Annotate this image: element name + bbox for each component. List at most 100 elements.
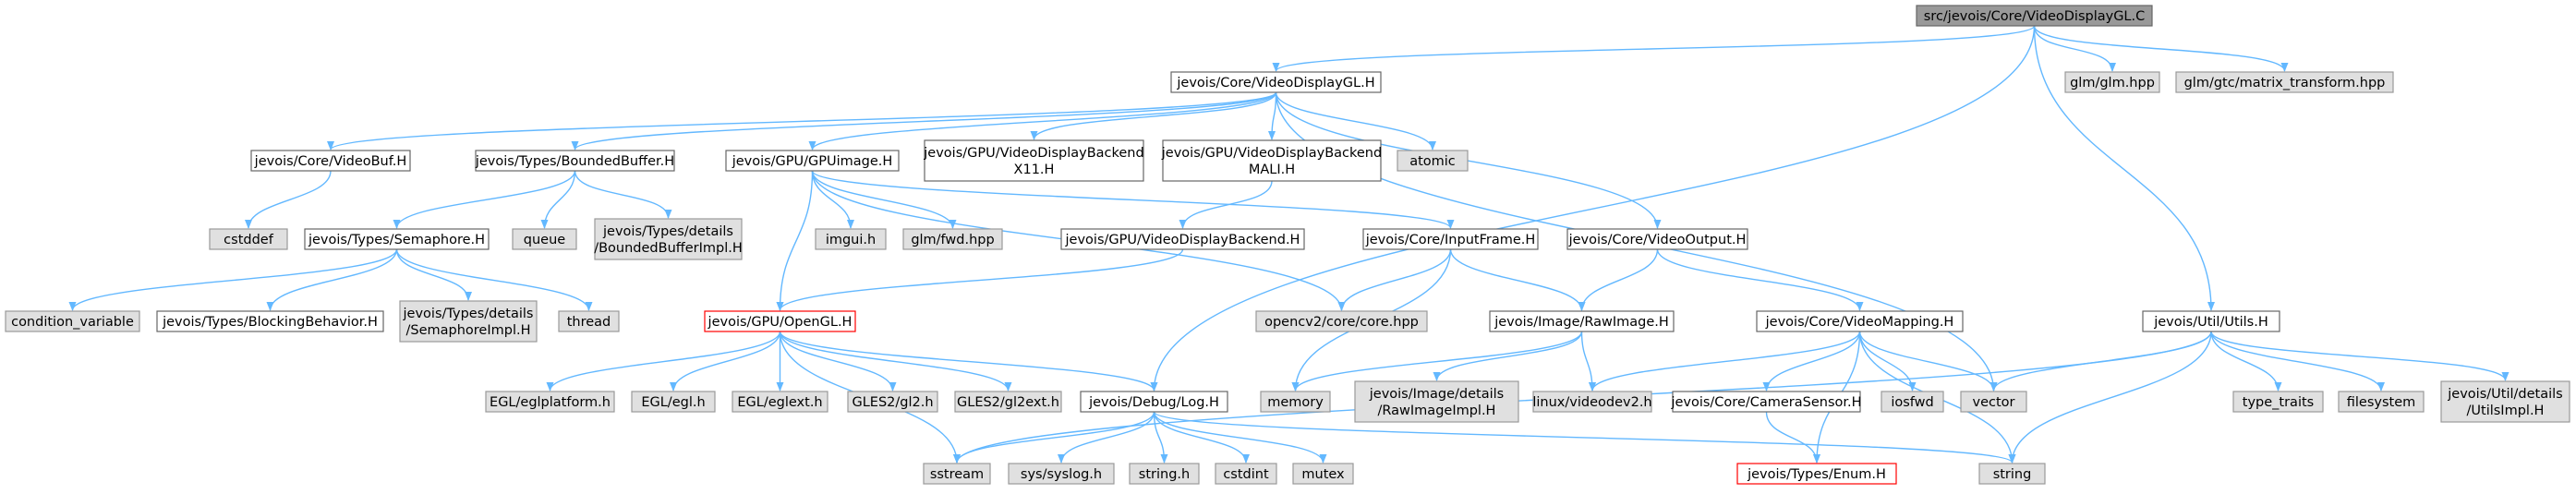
node-box	[209, 228, 288, 250]
node-label: vector	[1973, 395, 2015, 410]
node-bbuf[interactable]: jevois/Types/BoundedBuffer.H	[475, 150, 675, 172]
node-box	[1362, 228, 1539, 250]
node-root[interactable]: src/jevois/Core/VideoDisplayGL.C	[1916, 5, 2153, 27]
node-cstddef[interactable]: cstddef	[209, 228, 288, 250]
edge-vdgl_h-to-vdb_mali	[1268, 91, 1277, 140]
node-opencv[interactable]: opencv2/core/core.hpp	[1255, 310, 1428, 332]
node-eglext[interactable]: EGL/eglext.h	[732, 391, 828, 413]
node-enum[interactable]: jevois/Types/Enum.H	[1736, 463, 1897, 485]
node-utils[interactable]: jevois/Util/Utils.H	[2142, 310, 2280, 332]
edge-opengl-to-log	[779, 331, 1158, 392]
node-label: MALI.H	[1249, 163, 1295, 177]
node-box	[1532, 391, 1652, 413]
node-videomapping[interactable]: jevois/Core/VideoMapping.H	[1756, 310, 1964, 332]
node-videooutput[interactable]: jevois/Core/VideoOutput.H	[1566, 228, 1748, 250]
node-videodev2[interactable]: linux/videodev2.h	[1532, 391, 1652, 413]
node-inputframe[interactable]: jevois/Core/InputFrame.H	[1362, 228, 1539, 250]
node-box	[1162, 139, 1382, 182]
node-gpuimage[interactable]: jevois/GPU/GPUimage.H	[725, 150, 900, 172]
node-box	[475, 150, 675, 172]
node-egl[interactable]: EGL/egl.h	[631, 391, 716, 413]
node-box	[1260, 391, 1331, 413]
edge-utils-to-string	[2008, 331, 2212, 464]
node-box	[815, 228, 887, 250]
node-egl-plat[interactable]: EGL/eglplatform.h	[485, 391, 615, 413]
edge-opengl-to-gl2ext	[779, 331, 1012, 392]
node-log[interactable]: jevois/Debug/Log.H	[1080, 391, 1228, 413]
node-label: EGL/eglext.h	[737, 395, 822, 410]
edge-gpuimage-to-glm_fwd	[811, 170, 957, 229]
node-label: jevois/Core/VideoBuf.H	[254, 154, 407, 169]
node-box	[2064, 71, 2160, 93]
node-label: /RawImageImpl.H	[1378, 404, 1496, 418]
node-memory[interactable]: memory	[1260, 391, 1331, 413]
node-vdgl-h[interactable]: jevois/Core/VideoDisplayGL.H	[1170, 71, 1382, 93]
node-label: jevois/Core/VideoOutput.H	[1568, 233, 1747, 247]
edge-vdb_mali-to-vdb	[1179, 180, 1273, 229]
node-rawimage-impl[interactable]: jevois/Image/details/RawImageImpl.H	[1354, 380, 1519, 423]
node-utils-impl[interactable]: jevois/Util/details/UtilsImpl.H	[2440, 380, 2570, 423]
edge-vdgl_h-to-vdb_x11	[1030, 91, 1277, 140]
edge-videooutput-to-rawimage	[1578, 248, 1659, 311]
node-camsensor[interactable]: jevois/Core/CameraSensor.H	[1670, 391, 1862, 413]
node-label: string	[1993, 467, 2032, 482]
edge-utils-to-filesystem	[2210, 331, 2385, 392]
node-string-h[interactable]: string.h	[1129, 463, 1200, 485]
edge-rawimage-to-rawimage_impl	[1433, 331, 1583, 381]
node-label: jevois/Core/CameraSensor.H	[1670, 395, 1861, 410]
node-gl2ext[interactable]: GLES2/gl2ext.h	[954, 391, 1062, 413]
node-iosfwd[interactable]: iosfwd	[1881, 391, 1944, 413]
edge-bbuf-to-queue	[540, 170, 576, 229]
node-box	[558, 310, 620, 332]
edge-rawimage-to-memory	[1291, 331, 1583, 392]
node-imgui[interactable]: imgui.h	[815, 228, 887, 250]
node-box	[1566, 228, 1748, 250]
node-videobuf[interactable]: jevois/Core/VideoBuf.H	[250, 150, 411, 172]
node-box	[631, 391, 716, 413]
node-label: condition_variable	[11, 315, 134, 330]
edge-semaphore-to-thread	[395, 248, 593, 311]
node-label: jevois/Util/Utils.H	[2153, 315, 2268, 330]
node-type-traits[interactable]: type_traits	[2232, 391, 2324, 413]
node-blocking[interactable]: jevois/Types/BlockingBehavior.H	[156, 310, 384, 332]
node-box	[1008, 463, 1115, 485]
node-string[interactable]: string	[1978, 463, 2046, 485]
node-label: imgui.h	[826, 233, 876, 247]
node-semaphore[interactable]: jevois/Types/Semaphore.H	[304, 228, 490, 250]
node-box	[725, 150, 900, 172]
node-vector[interactable]: vector	[1960, 391, 2027, 413]
edge-utils-to-utils_impl	[2210, 331, 2509, 381]
node-glm-mt[interactable]: glm/gtc/matrix_transform.hpp	[2175, 71, 2394, 93]
node-glm-fwd[interactable]: glm/fwd.hpp	[902, 228, 1003, 250]
node-glm[interactable]: glm/glm.hpp	[2064, 71, 2160, 93]
node-vdb[interactable]: jevois/GPU/VideoDisplayBackend.H	[1060, 228, 1305, 250]
node-syslog[interactable]: sys/syslog.h	[1008, 463, 1115, 485]
node-gl2[interactable]: GLES2/gl2.h	[847, 391, 938, 413]
node-bbuf-impl[interactable]: jevois/Types/details/BoundedBufferImpl.H	[594, 218, 743, 260]
node-mutex[interactable]: mutex	[1292, 463, 1354, 485]
node-sem-impl[interactable]: jevois/Types/details/SemaphoreImpl.H	[399, 300, 538, 343]
node-filesystem[interactable]: filesystem	[2338, 391, 2425, 413]
node-condvar[interactable]: condition_variable	[5, 310, 140, 332]
node-rawimage[interactable]: jevois/Image/RawImage.H	[1489, 310, 1675, 332]
node-cstdint[interactable]: cstdint	[1215, 463, 1277, 485]
edge-gpuimage-to-inputframe	[811, 170, 1455, 229]
node-box	[2175, 71, 2394, 93]
node-box	[1756, 310, 1964, 332]
node-sstream[interactable]: sstream	[923, 463, 991, 485]
node-box	[250, 150, 411, 172]
node-box	[923, 463, 991, 485]
node-box	[1397, 150, 1469, 172]
node-thread[interactable]: thread	[558, 310, 620, 332]
node-label: string.h	[1139, 467, 1190, 482]
node-label: cstddef	[224, 233, 274, 247]
node-queue[interactable]: queue	[512, 228, 577, 250]
node-box	[1129, 463, 1200, 485]
node-box	[304, 228, 490, 250]
node-opengl[interactable]: jevois/GPU/OpenGL.H	[704, 310, 856, 332]
node-label: jevois/Core/VideoMapping.H	[1765, 315, 1954, 330]
node-atomic[interactable]: atomic	[1397, 150, 1469, 172]
node-label: /UtilsImpl.H	[2467, 404, 2545, 418]
